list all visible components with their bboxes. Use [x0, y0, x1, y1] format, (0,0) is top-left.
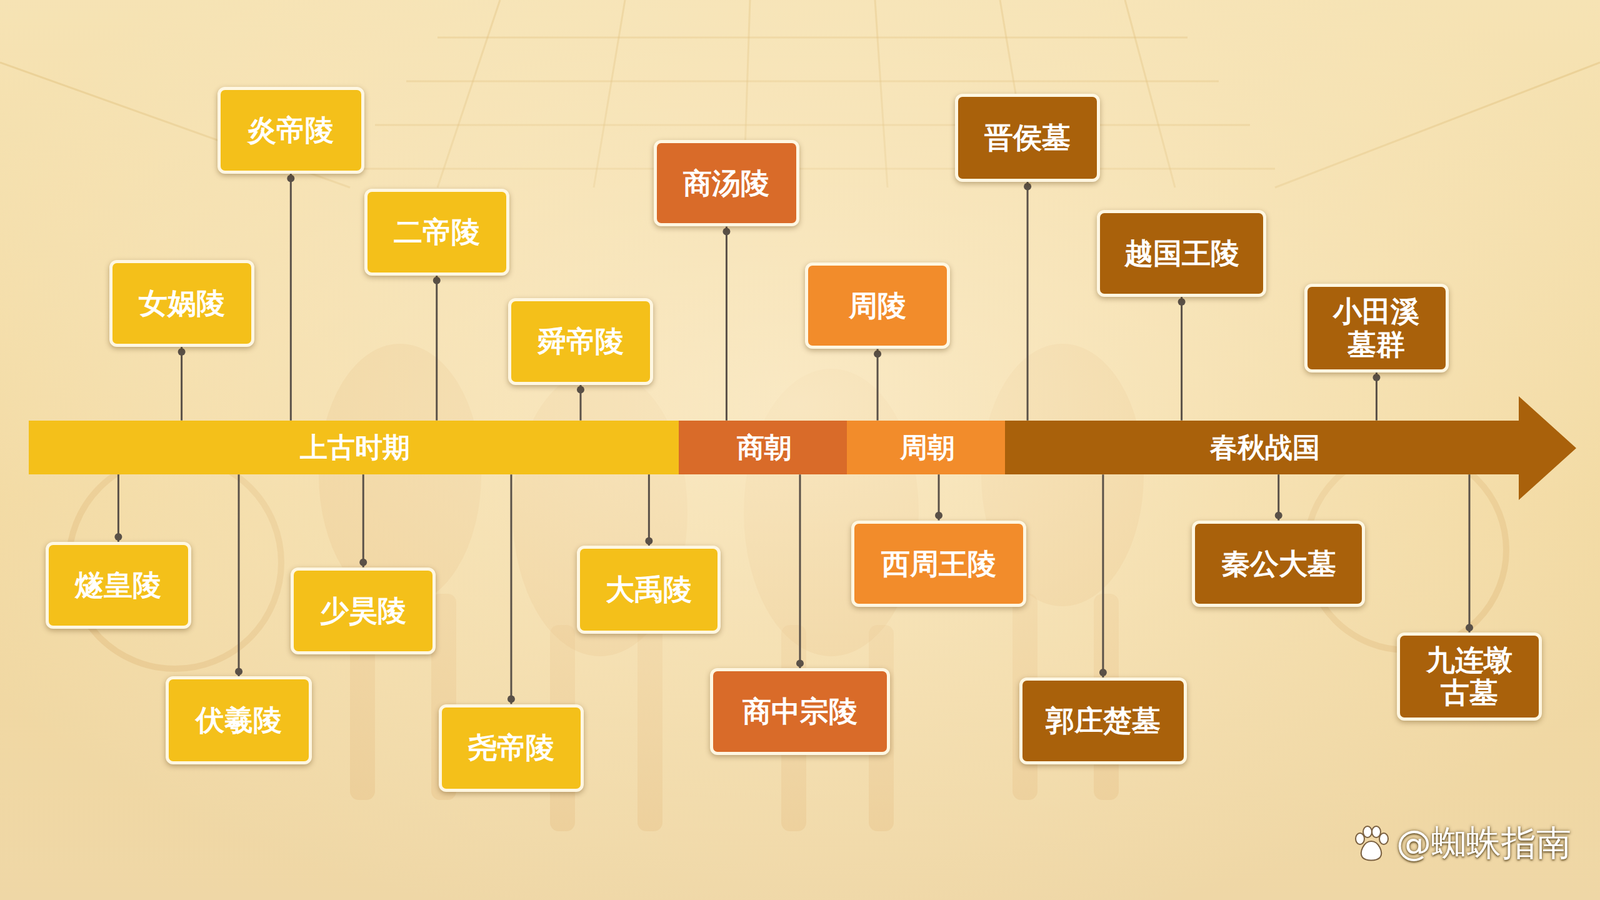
tomb-box: 晋侯墓 [955, 93, 1100, 182]
tomb-name: 二帝陵 [393, 215, 480, 249]
leader-line [435, 275, 438, 421]
era-label: 周朝 [900, 433, 955, 462]
tomb-box: 郭庄楚墓 [1019, 677, 1187, 765]
leader-dot [1275, 511, 1283, 520]
leader-dot [576, 386, 585, 394]
tomb-name: 燧皇陵 [75, 568, 162, 602]
tomb-box: 女娲陵 [109, 260, 255, 347]
tomb-name: 少昊陵 [320, 594, 407, 628]
tomb-name: 伏羲陵 [195, 703, 282, 737]
leader-line [180, 346, 183, 421]
leader-line [238, 474, 240, 677]
tomb-box: 越国王陵 [1096, 210, 1267, 297]
leader-dot [873, 350, 882, 358]
tomb-box: 西周王陵 [851, 520, 1027, 608]
leader-dot [1023, 183, 1032, 191]
tomb-name: 尧帝陵 [468, 731, 555, 765]
leader-line [117, 474, 120, 542]
era-label: 上古时期 [300, 433, 410, 462]
tomb-box: 周陵 [805, 262, 950, 350]
leader-line [876, 348, 879, 420]
tomb-name: 秦公大墓 [1221, 547, 1337, 581]
leader-dot [935, 511, 943, 520]
leader-line [725, 226, 728, 420]
tomb-name: 商汤陵 [683, 166, 770, 200]
tomb-name: 西周王陵 [881, 547, 997, 581]
tomb-name: 周陵 [848, 289, 907, 323]
tomb-name: 晋侯墓 [984, 121, 1071, 155]
tomb-box: 伏羲陵 [165, 676, 312, 764]
tomb-box: 商汤陵 [653, 140, 800, 227]
tomb-box: 二帝陵 [364, 188, 510, 276]
tomb-name: 九连墩古墓 [1422, 643, 1517, 710]
leader-line [362, 474, 365, 568]
leader-line [1468, 474, 1471, 633]
era-band: 周朝 [846, 420, 1009, 475]
era-band: 上古时期 [28, 420, 682, 475]
leader-dot [1178, 298, 1186, 306]
watermark: @蜘蛛指南 [1351, 820, 1572, 868]
leader-dot [1372, 373, 1380, 382]
tomb-name: 郭庄楚墓 [1045, 704, 1161, 738]
leader-dot [286, 175, 295, 183]
leader-line [798, 474, 801, 669]
leader-dot [235, 667, 243, 675]
watermark-text: @蜘蛛指南 [1396, 820, 1572, 868]
tomb-name: 舜帝陵 [537, 325, 624, 359]
paw-icon [1351, 825, 1392, 863]
leader-dot [722, 227, 730, 235]
leader-line [290, 173, 292, 421]
era-band: 商朝 [678, 420, 850, 475]
era-label: 商朝 [736, 433, 792, 462]
leader-line [510, 474, 512, 704]
tomb-name: 商中宗陵 [742, 695, 858, 729]
tomb-box: 燧皇陵 [45, 541, 192, 629]
leader-dot [359, 558, 367, 567]
leader-dot [507, 695, 515, 704]
era-band: 春秋战国 [1005, 420, 1526, 475]
tomb-box: 九连墩古墓 [1396, 632, 1542, 720]
leader-dot [645, 536, 653, 545]
leader-line [648, 474, 650, 546]
leader-dot [1465, 623, 1474, 632]
tomb-name: 大禹陵 [605, 573, 692, 607]
tomb-name: 女娲陵 [138, 286, 225, 320]
leader-dot [433, 276, 441, 285]
leader-dot [114, 533, 122, 541]
tomb-box: 秦公大墓 [1191, 520, 1366, 608]
leader-line [1180, 296, 1183, 421]
tomb-name: 炎帝陵 [247, 113, 334, 147]
leader-line [1026, 181, 1029, 421]
tomb-box: 少昊陵 [290, 567, 436, 655]
tomb-box: 舜帝陵 [508, 298, 654, 385]
leader-dot [796, 659, 804, 667]
tomb-box: 大禹陵 [576, 545, 721, 634]
era-label: 春秋战国 [1210, 433, 1320, 462]
tomb-name: 越国王陵 [1124, 236, 1240, 270]
leader-line [1101, 474, 1104, 678]
tomb-box: 小田溪墓群 [1304, 283, 1450, 373]
leader-dot [178, 348, 186, 356]
tomb-box: 尧帝陵 [438, 704, 584, 792]
tomb-box: 商中宗陵 [710, 668, 891, 755]
tomb-name: 小田溪墓群 [1330, 295, 1424, 362]
arrowhead-shape [1518, 396, 1577, 500]
tomb-box: 炎帝陵 [217, 86, 365, 174]
leader-dot [1099, 668, 1107, 677]
